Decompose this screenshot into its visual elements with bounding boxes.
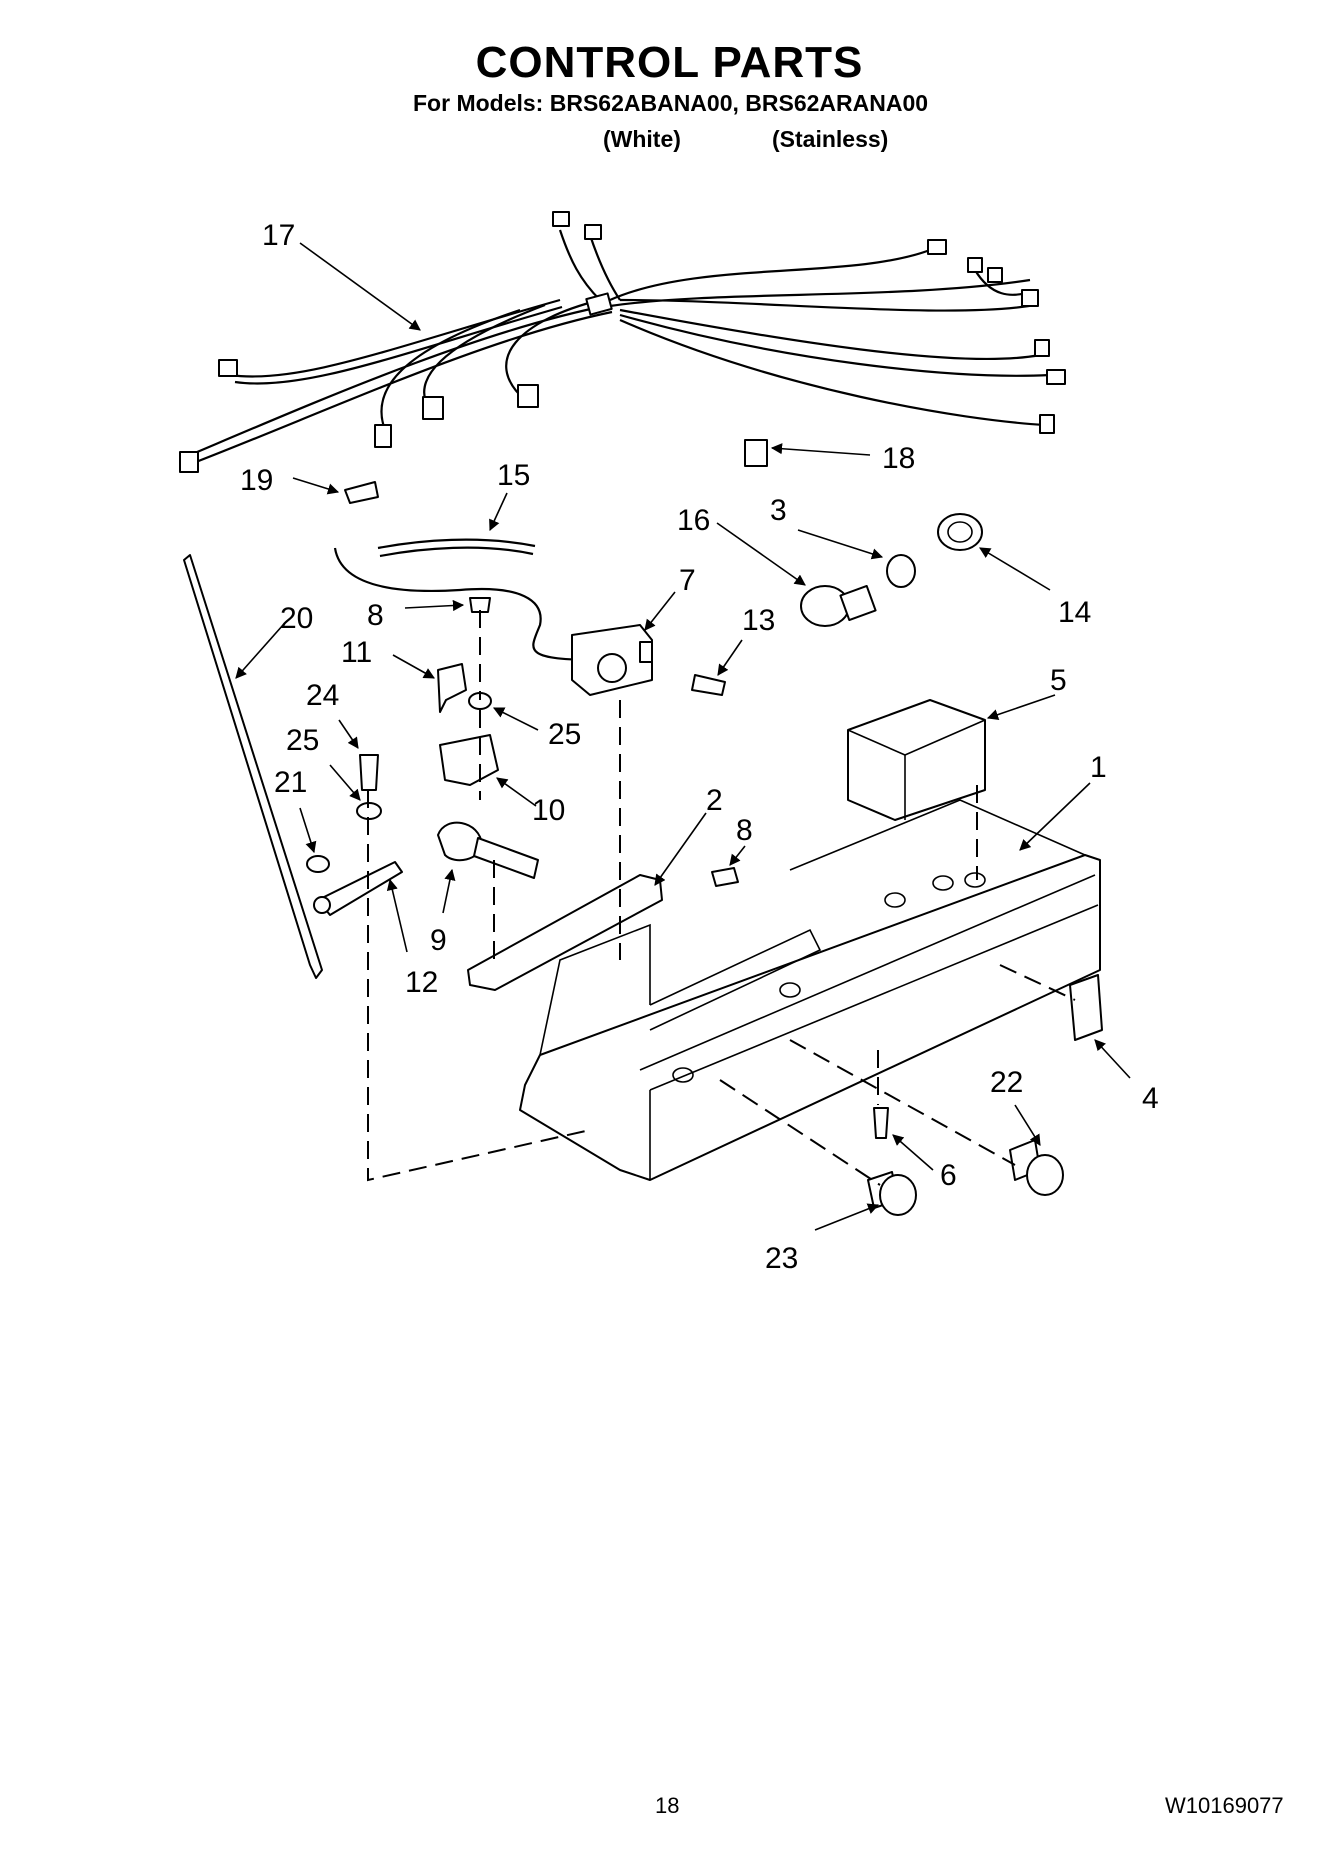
screw-8-upper (469, 597, 491, 613)
callout-23: 23 (765, 1242, 798, 1275)
rod-20 (183, 554, 323, 979)
callout-12: 12 (405, 966, 438, 999)
lamp-housing (937, 513, 983, 551)
callout-21: 21 (274, 766, 307, 799)
callout-1: 1 (1090, 751, 1107, 784)
control-board-5 (847, 699, 986, 821)
callout-13: 13 (742, 604, 775, 637)
callout-25-right: 25 (548, 718, 581, 751)
screw-24 (359, 754, 379, 791)
variant-white: (White) (603, 126, 681, 152)
tube-15 (377, 538, 536, 550)
callout-19: 19 (240, 464, 273, 497)
lamp-socket (886, 554, 916, 588)
shaft-9 (437, 821, 539, 879)
callout-2: 2 (706, 784, 723, 817)
callout-17: 17 (262, 219, 295, 252)
callout-7: 7 (679, 564, 696, 597)
callout-22: 22 (990, 1066, 1023, 1099)
model-numbers: For Models: BRS62ABANA00, BRS62ARANA00 (413, 90, 929, 116)
callout-5: 5 (1050, 664, 1067, 697)
wiring-harness (179, 211, 1066, 473)
screw-8-lower (711, 867, 739, 887)
thermostat (571, 624, 653, 696)
document-number: W10169077 (1165, 1793, 1284, 1818)
clip-19 (344, 481, 379, 504)
button-22 (1009, 1139, 1064, 1196)
button-23 (867, 1171, 917, 1216)
control-housing-1 (519, 799, 1101, 1181)
callout-20: 20 (280, 602, 313, 635)
washer-21 (306, 855, 330, 873)
page-title: CONTROL PARTS (475, 38, 864, 87)
clip-18 (744, 439, 768, 467)
capillary-tube (333, 547, 601, 662)
cam-10 (439, 734, 499, 786)
bracket-11 (437, 663, 467, 713)
callout-labels: 17 19 15 16 3 18 14 20 8 11 7 13 24 25 2… (240, 219, 1159, 1275)
bracket-2 (467, 874, 663, 991)
screw-13 (691, 674, 726, 696)
callout-11: 11 (341, 636, 372, 669)
switch-4 (1069, 974, 1103, 1041)
light-bulb (800, 585, 850, 627)
assembly-lines (367, 610, 1076, 1186)
callout-25-left: 25 (286, 724, 319, 757)
callout-4: 4 (1142, 1082, 1159, 1115)
page-number: 18 (655, 1793, 680, 1818)
callout-3: 3 (770, 494, 787, 527)
callout-8-lower: 8 (736, 814, 753, 847)
callout-14: 14 (1058, 596, 1091, 629)
callout-leaders (235, 242, 1131, 1231)
callout-18: 18 (882, 442, 915, 475)
variant-stainless: (Stainless) (772, 126, 889, 152)
screw-6 (873, 1107, 889, 1139)
callout-15: 15 (497, 459, 530, 492)
callout-10: 10 (532, 794, 565, 827)
callout-16: 16 (677, 504, 710, 537)
callout-24: 24 (306, 679, 339, 712)
callout-8: 8 (367, 599, 384, 632)
callout-6: 6 (940, 1159, 957, 1192)
callout-9: 9 (430, 924, 447, 957)
